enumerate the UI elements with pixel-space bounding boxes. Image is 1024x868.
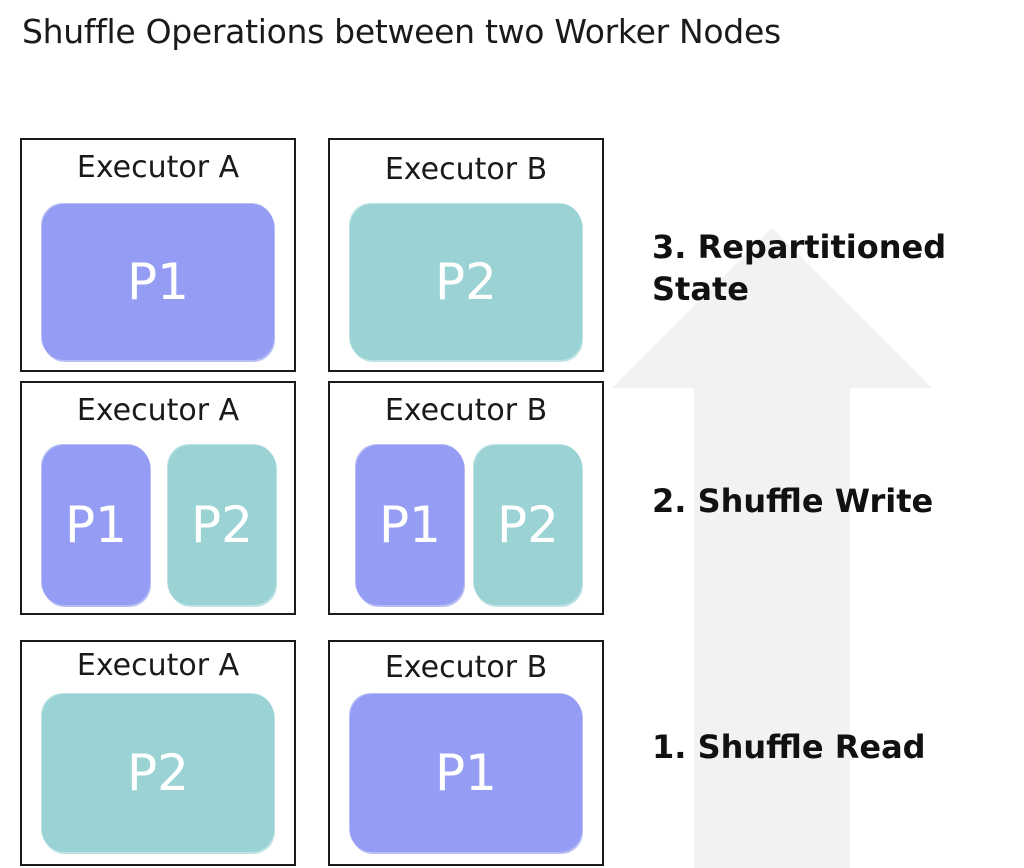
partition-label: P1 bbox=[65, 496, 127, 554]
step-shuffle-write: 2. Shuffle Write bbox=[652, 482, 934, 520]
partition-label: P2 bbox=[435, 253, 497, 311]
executor-a-label: Executor A bbox=[76, 648, 240, 683]
partition-p1: P1 bbox=[350, 694, 582, 852]
partition-label: P2 bbox=[497, 496, 559, 554]
executor-b-box-shuffle-read: Executor B P1 bbox=[328, 640, 604, 866]
executor-b-label: Executor B bbox=[384, 393, 548, 428]
partition-p2: P2 bbox=[168, 445, 276, 605]
executor-a-label: Executor A bbox=[76, 393, 240, 428]
partition-label: P1 bbox=[127, 253, 189, 311]
partition-p2: P2 bbox=[42, 694, 274, 852]
diagram-title: Shuffle Operations between two Worker No… bbox=[22, 12, 781, 51]
executor-b-box-repartitioned: Executor B P2 bbox=[328, 138, 604, 372]
executor-b-label: Executor B bbox=[384, 650, 548, 685]
partition-label: P2 bbox=[191, 496, 253, 554]
executor-b-box-shuffle-write: Executor B P1 P2 bbox=[328, 381, 604, 615]
upward-arrow-icon bbox=[612, 228, 932, 868]
step-shuffle-read: 1. Shuffle Read bbox=[652, 728, 926, 766]
partition-label: P1 bbox=[435, 744, 497, 802]
partition-p1: P1 bbox=[42, 445, 150, 605]
partition-label: P1 bbox=[379, 496, 441, 554]
executor-a-label: Executor A bbox=[76, 150, 240, 185]
partition-p2: P2 bbox=[350, 204, 582, 360]
executor-a-box-repartitioned: Executor A P1 bbox=[20, 138, 296, 372]
partition-p1: P1 bbox=[42, 204, 274, 360]
step-repartitioned-state: 3. Repartitioned State bbox=[652, 228, 947, 308]
executor-b-label: Executor B bbox=[384, 152, 548, 187]
partition-label: P2 bbox=[127, 744, 189, 802]
executor-a-box-shuffle-write: Executor A P1 P2 bbox=[20, 381, 296, 615]
partition-p1: P1 bbox=[356, 445, 464, 605]
partition-p2: P2 bbox=[474, 445, 582, 605]
executor-a-box-shuffle-read: Executor A P2 bbox=[20, 640, 296, 866]
